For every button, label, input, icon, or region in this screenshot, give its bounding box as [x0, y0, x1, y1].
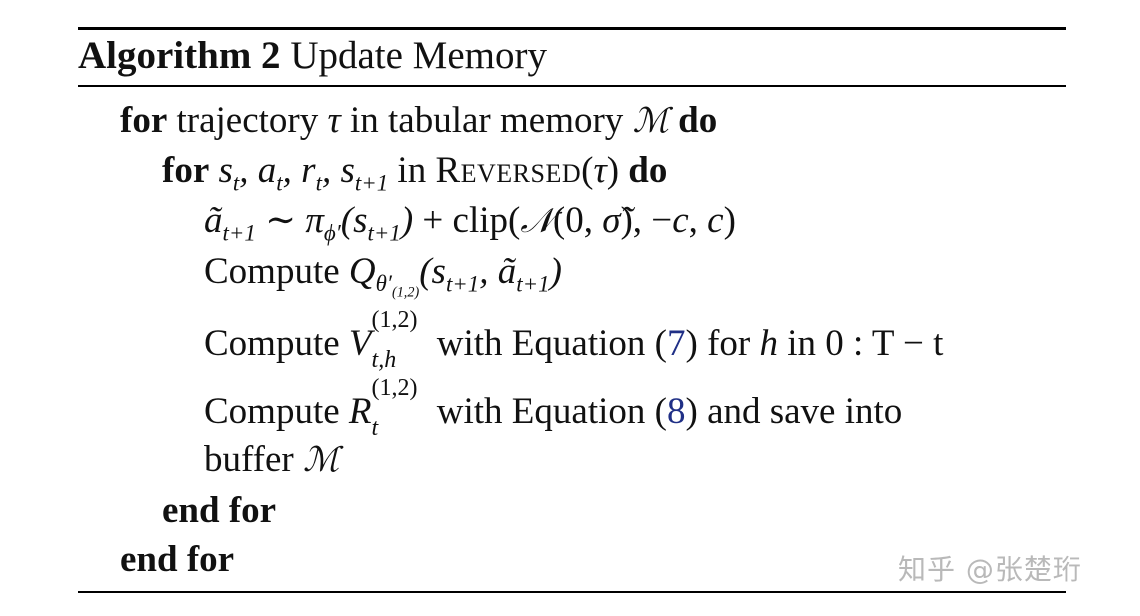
keyword-do: do: [678, 100, 718, 141]
math-target-action: ãt+1 ∼ πϕ′(st+1): [204, 200, 414, 246]
line-text: buffer: [204, 439, 294, 480]
equation-ref-7[interactable]: 7: [666, 323, 686, 364]
watermark: 知乎 @张楚珩: [898, 553, 1082, 586]
line-text: in tabular memory: [350, 100, 624, 141]
math-r-value: R(1,2)t: [348, 375, 418, 441]
top-rule: [78, 27, 1066, 30]
algo-line-5: Compute V(1,2)t,h with Equation (7) for …: [204, 307, 944, 373]
algo-line-3: ãt+1 ∼ πϕ′(st+1) + clip(𝒩(0, σ̃), −c, c): [204, 197, 736, 245]
line-text: Compute: [204, 323, 340, 364]
line-text: with Equation: [436, 323, 646, 364]
math-h: h: [759, 323, 778, 364]
keyword-for: for: [162, 150, 210, 191]
math-memory: ℳ: [632, 101, 669, 141]
math-transition: st, at, rt, st+1: [218, 150, 389, 196]
line-text: and save into: [707, 391, 903, 432]
line-text: Compute: [204, 251, 340, 292]
algo-line-8: end for: [162, 487, 276, 535]
line-text: trajectory: [176, 100, 319, 141]
algo-line-2: for st, at, rt, st+1 in Reversed(τ) do: [162, 147, 667, 195]
math-v-value: V(1,2)t,h: [348, 307, 418, 373]
algo-line-1: for trajectory τ in tabular memory ℳ do: [120, 97, 717, 145]
math-memory: ℳ: [302, 440, 340, 480]
equation-ref-8[interactable]: 8: [666, 391, 686, 432]
line-text: in: [397, 150, 427, 191]
bottom-rule: [78, 591, 1066, 593]
algo-line-9: end for: [120, 536, 234, 584]
math-range: in 0 : T − t: [787, 323, 944, 364]
math-reversed: Reversed(τ): [435, 150, 620, 191]
algo-line-6: Compute R(1,2)t with Equation (8) and sa…: [204, 375, 903, 441]
line-text: Compute: [204, 391, 340, 432]
algorithm-title: Update Memory: [290, 34, 547, 77]
math-clip: + clip(𝒩(0, σ̃), −c, c): [422, 200, 736, 241]
algorithm-label: Algorithm 2: [78, 34, 281, 77]
algorithm-caption: Algorithm 2 Update Memory: [78, 31, 547, 81]
line-text: with Equation: [436, 391, 646, 432]
keyword-end-for: end for: [162, 490, 277, 531]
math-q-value: Qθ′(1,2)(st+1, ãt+1): [348, 251, 562, 301]
keyword-do: do: [628, 150, 668, 191]
line-text: for: [707, 323, 751, 364]
keyword-for: for: [120, 100, 168, 141]
keyword-end-for: end for: [120, 539, 235, 580]
caption-rule: [78, 85, 1066, 87]
algo-line-7: buffer ℳ: [204, 436, 339, 484]
algo-line-4: Compute Qθ′(1,2)(st+1, ãt+1): [204, 248, 562, 301]
math-tau: τ: [327, 100, 341, 141]
